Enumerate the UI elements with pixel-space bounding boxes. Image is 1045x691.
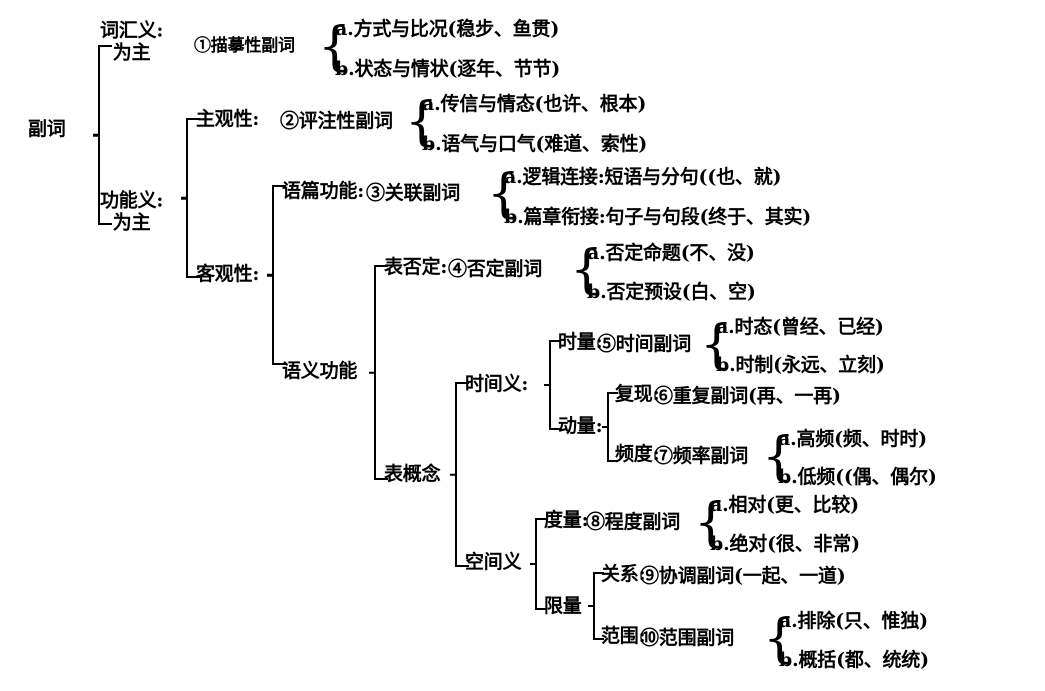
- category-7-item-a: a.高频(频、时时): [778, 428, 928, 451]
- category-4-item-b: b.否定预设(白、空): [587, 281, 756, 304]
- category-5-item-a-text: 时态(曾经、已经): [734, 316, 884, 339]
- brace-category-7: {: [762, 427, 796, 487]
- brace-temporal-meaning: [549, 340, 561, 430]
- category-3-item-b-key: b.: [504, 206, 524, 229]
- category-10-item-b: b.概括(都、统统): [779, 649, 930, 672]
- node-express-concept: 表概念: [384, 463, 441, 486]
- brace-category-8: {: [694, 493, 728, 553]
- category-10-item-b-text: 概括(都、统统): [798, 649, 930, 672]
- node-lexical-meaning-line2: 为主: [112, 42, 151, 64]
- category-10-item-a-key: a.: [779, 610, 798, 633]
- node-lexical-meaning: 词汇义: 为主: [100, 20, 163, 65]
- category-2-item-a: a.传信与情态(也许、根本): [422, 93, 647, 116]
- category-8-item-a-text: 相对(更、比较): [728, 494, 860, 517]
- node-functional-meaning-line2: 为主: [112, 212, 151, 234]
- category-10-item-b-key: b.: [779, 649, 799, 672]
- category-9-heading: ⑨协调副词(一起、一道): [640, 565, 846, 588]
- category-3-item-b-text: 篇章衔接:句子与句段(终于、其实): [523, 206, 812, 229]
- category-10-item-a: a.排除(只、惟独): [779, 610, 929, 633]
- category-7-item-b-text: 低频((偶、偶尔): [797, 466, 937, 489]
- category-1-item-b-text: 状态与情状(逐年、节节): [354, 58, 561, 81]
- node-frequency: 频度:: [615, 443, 660, 466]
- brace-category-2: {: [405, 92, 439, 152]
- node-scope: 范围:: [601, 625, 646, 648]
- category-7-item-b: b.低频((偶、偶尔): [778, 466, 937, 489]
- category-5-item-b-key: b.: [716, 354, 736, 377]
- category-4-item-b-key: b.: [587, 281, 607, 304]
- category-4-item-a-text: 否定命题(不、没): [605, 242, 755, 265]
- category-4-heading: ④否定副词: [448, 258, 543, 281]
- brace-spatial-meaning: [535, 518, 547, 610]
- brace-root: [98, 45, 112, 225]
- category-10-item-a-text: 排除(只、惟独): [797, 610, 929, 633]
- category-8-item-b-key: b.: [710, 533, 730, 556]
- category-4-item-a: a.否定命题(不、没): [587, 242, 755, 265]
- category-4-item-b-text: 否定预设(白、空): [606, 281, 756, 304]
- category-2-item-a-text: 传信与情态(也许、根本): [440, 93, 647, 116]
- brace-semantic-function: [374, 265, 388, 480]
- node-degree-quantity: 度量:: [544, 509, 589, 532]
- category-5-item-b-text: 时制(永远、立刻): [735, 354, 885, 377]
- category-5-item-a: a.时态(曾经、已经): [716, 316, 884, 339]
- brace-category-3: {: [487, 164, 521, 224]
- node-express-negation: 表否定:: [384, 256, 448, 279]
- category-5-item-a-key: a.: [716, 316, 735, 339]
- category-3-item-b: b.篇章衔接:句子与句段(终于、其实): [504, 206, 812, 229]
- node-objective: 客观性:: [196, 263, 260, 286]
- node-functional-meaning: 功能义: 为主: [100, 190, 163, 235]
- category-1-item-b: b.状态与情状(逐年、节节): [335, 58, 561, 81]
- category-2-heading: ②评注性副词: [280, 110, 393, 133]
- category-7-item-a-key: a.: [778, 428, 797, 451]
- brace-objective: [272, 185, 286, 365]
- node-functional-meaning-line1: 功能义:: [100, 189, 164, 212]
- root-node-adverb: 副词: [28, 118, 66, 141]
- category-4-item-a-key: a.: [587, 242, 606, 265]
- brace-category-10: {: [763, 609, 797, 669]
- node-action-quantity: 动量:: [558, 415, 603, 438]
- node-time-quantity: 时量:: [558, 331, 603, 354]
- category-2-item-b: b.语气与口气(难道、索性): [422, 133, 648, 156]
- category-2-item-a-key: a.: [422, 93, 441, 116]
- category-5-item-b: b.时制(永远、立刻): [716, 354, 885, 377]
- node-temporal-meaning: 时间义:: [465, 373, 529, 396]
- brace-category-1: {: [318, 17, 352, 77]
- category-5-heading: ⑤时间副词: [597, 333, 692, 356]
- brace-category-4: {: [570, 240, 604, 300]
- category-7-item-a-text: 高频(频、时时): [796, 428, 928, 451]
- category-3-heading: ③关联副词: [366, 182, 461, 205]
- node-recurrence: 复现:: [615, 383, 660, 406]
- category-1-item-a-text: 方式与比况(稳步、鱼贯): [353, 18, 560, 41]
- brace-express-concept: [455, 382, 469, 567]
- category-3-item-a-key: a.: [504, 166, 523, 189]
- node-limit-quantity: 限量: [544, 595, 582, 618]
- brace-action-quantity: [607, 392, 618, 462]
- category-8-item-b: b.绝对(很、非常): [710, 533, 861, 556]
- node-spatial-meaning: 空间义: [465, 551, 522, 574]
- category-3-item-a: a.逻辑连接:短语与分句((也、就): [504, 166, 782, 189]
- category-8-heading: ⑧程度副词: [586, 511, 681, 534]
- node-discourse-function: 语篇功能:: [282, 180, 365, 203]
- node-relation: 关系:: [601, 563, 646, 586]
- category-1-item-a: a.方式与比况(稳步、鱼贯): [335, 18, 560, 41]
- category-8-item-a: a.相对(更、比较): [710, 494, 860, 517]
- category-8-item-a-key: a.: [710, 494, 729, 517]
- category-6-heading: ⑥重复副词(再、一再): [654, 385, 841, 408]
- category-8-item-b-text: 绝对(很、非常): [729, 533, 861, 556]
- category-2-item-b-text: 语气与口气(难道、索性): [441, 133, 648, 156]
- brace-category-5: {: [700, 315, 734, 375]
- node-semantic-function: 语义功能: [282, 360, 358, 383]
- node-subjective: 主观性:: [196, 108, 260, 131]
- node-lexical-meaning-line1: 词汇义:: [100, 19, 164, 42]
- category-10-heading: ⑩范围副词: [640, 627, 735, 650]
- category-7-item-b-key: b.: [778, 466, 798, 489]
- category-7-heading: ⑦频率副词: [654, 445, 749, 468]
- category-1-heading: ①描摹性副词: [194, 36, 295, 57]
- category-1-item-a-key: a.: [335, 18, 354, 41]
- category-3-item-a-text: 逻辑连接:短语与分句((也、就): [522, 166, 782, 189]
- brace-functional-meaning: [186, 118, 200, 278]
- category-1-item-b-key: b.: [335, 58, 355, 81]
- category-2-item-b-key: b.: [422, 133, 442, 156]
- brace-limit-quantity: [593, 572, 604, 640]
